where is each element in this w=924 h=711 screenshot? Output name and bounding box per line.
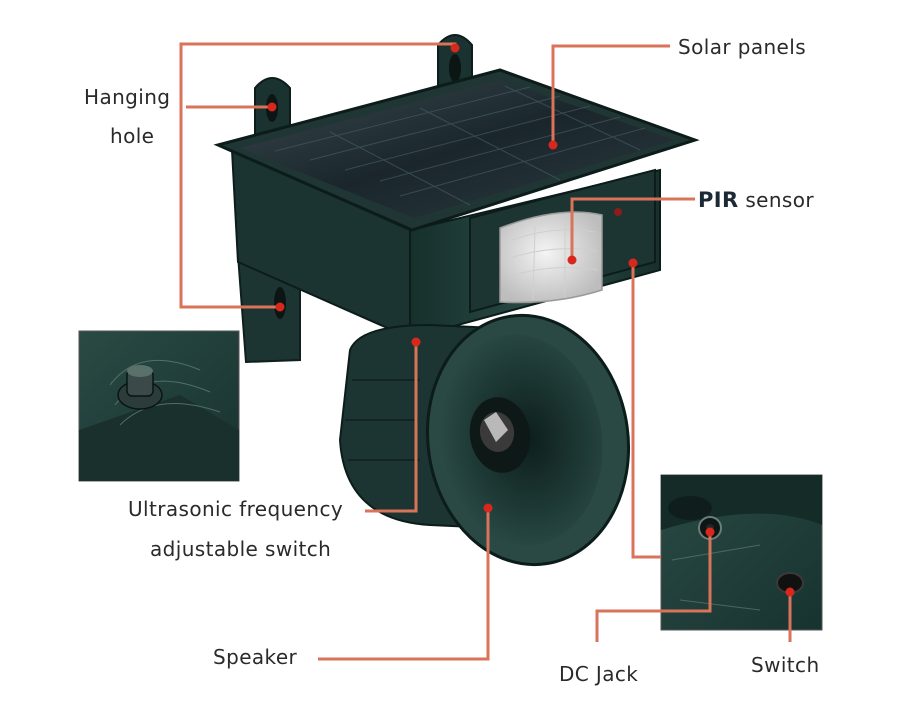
dot-hanging-top: [450, 43, 460, 53]
marker-dots: [267, 43, 795, 597]
label-speaker: Speaker: [213, 645, 298, 669]
speaker-horn: [338, 313, 631, 567]
dot-switch: [785, 587, 795, 597]
dot-hanging-left: [267, 102, 277, 112]
dot-ultrasonic: [411, 337, 421, 347]
label-pir-suffix: sensor: [738, 188, 815, 212]
label-ultrasonic-line1: Ultrasonic frequency: [128, 497, 344, 521]
label-switch: Switch: [751, 653, 820, 677]
dot-solar: [548, 140, 558, 150]
label-hanging-hole-line2: hole: [110, 124, 155, 148]
dot-pir: [567, 255, 577, 265]
leader-lines: [179, 42, 792, 661]
label-pir-prefix: PIR: [698, 188, 739, 212]
dot-dc-jack: [705, 527, 715, 537]
label-pir-sensor: PIR sensor: [698, 188, 814, 212]
dot-hanging-bracket: [275, 302, 285, 312]
label-hanging-hole-line1: Hanging: [84, 85, 171, 109]
dot-pir-lower: [628, 258, 638, 268]
label-ultrasonic-line2: adjustable switch: [150, 537, 332, 561]
solar-panel: [213, 68, 700, 232]
inset-dc-jack-switch: [660, 474, 823, 631]
label-solar-panels: Solar panels: [678, 35, 807, 59]
label-dc-jack: DC Jack: [559, 662, 639, 686]
dot-speaker: [483, 503, 493, 513]
inset-ultrasonic-knob: [78, 330, 240, 482]
pir-housing: [469, 168, 656, 314]
